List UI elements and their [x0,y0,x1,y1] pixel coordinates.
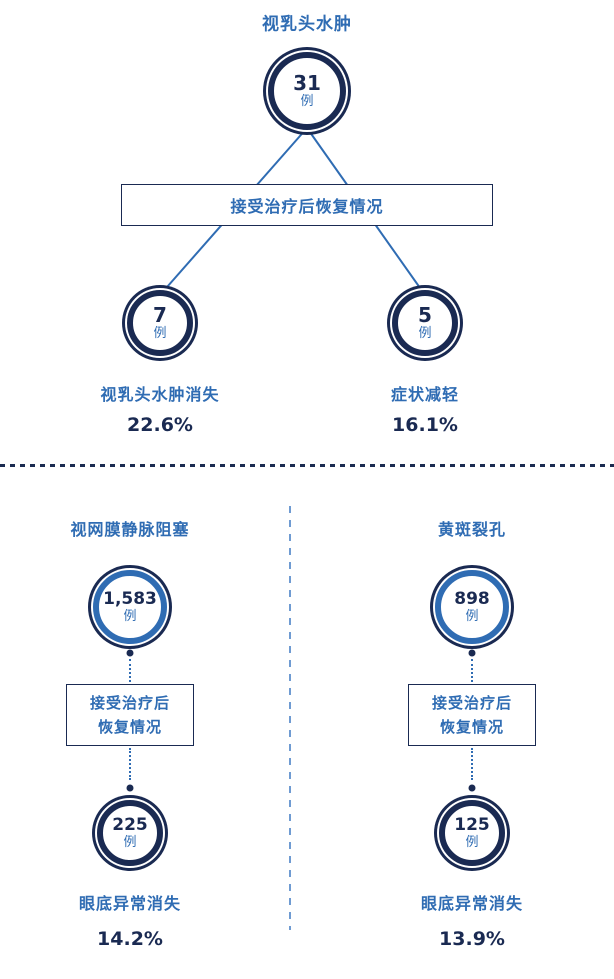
bottom-right-result-value: 125 [454,815,490,835]
bottom-left-result-circle: 225 例 [97,800,163,866]
top-left-child-unit: 例 [153,326,167,342]
connector-dot [126,784,134,792]
bottom-left-root-unit: 例 [123,608,137,624]
top-right-child-percent: 16.1% [392,414,458,436]
bottom-right-title: 黄斑裂孔 [437,520,507,539]
top-left-child-label: 视乳头水肿消失 [100,385,220,404]
top-left-child-circle: 7 例 [127,290,193,356]
bottom-right-result-unit: 例 [465,834,479,850]
dotted-connector [471,659,473,682]
bottom-left-treatment-line1: 接受治疗后 [89,694,170,712]
bottom-left-root-value: 1,583 [103,589,157,609]
top-right-child-unit: 例 [418,326,432,342]
bottom-right-treatment-line1: 接受治疗后 [431,694,512,712]
top-treatment-box: 接受治疗后恢复情况 [121,184,493,226]
dotted-connector [129,748,131,780]
bottom-left-treatment-line2: 恢复情况 [97,718,162,736]
bottom-left-result-unit: 例 [123,834,137,850]
bottom-left-title: 视网膜静脉阻塞 [70,520,190,539]
vertical-dashed-divider [289,506,291,930]
dotted-connector [129,659,131,682]
top-right-child-value: 5 [418,303,432,328]
top-section-title: 视乳头水肿 [262,14,352,35]
bottom-left-root-circle: 1,583 例 [93,570,167,644]
bottom-right-root-unit: 例 [465,608,479,624]
bottom-right-percent: 13.9% [439,928,505,950]
dotted-connector [471,748,473,780]
bottom-right-root-value: 898 [454,589,490,609]
top-right-child-circle: 5 例 [392,290,458,356]
top-root-unit: 例 [300,94,314,110]
bottom-left-treatment-box: 接受治疗后 恢复情况 [66,684,194,746]
top-treatment-label: 接受治疗后恢复情况 [230,197,384,216]
top-right-child-label: 症状减轻 [390,385,460,404]
connector-dot [126,649,134,657]
bottom-left-result-label: 眼底异常消失 [78,894,182,913]
bottom-right-treatment-box: 接受治疗后 恢复情况 [408,684,536,746]
bottom-right-result-label: 眼底异常消失 [420,894,524,913]
connector-dot [468,649,476,657]
bottom-right-root-circle: 898 例 [435,570,509,644]
top-root-value: 31 [293,71,321,96]
top-left-child-value: 7 [153,303,167,328]
connector-dot [468,784,476,792]
top-root-circle: 31 例 [268,52,346,130]
bottom-left-percent: 14.2% [97,928,163,950]
horizontal-dashed-divider [0,464,614,467]
bottom-left-result-value: 225 [112,815,148,835]
bottom-right-result-circle: 125 例 [439,800,505,866]
top-left-child-percent: 22.6% [127,414,193,436]
bottom-right-treatment-line2: 恢复情况 [439,718,504,736]
